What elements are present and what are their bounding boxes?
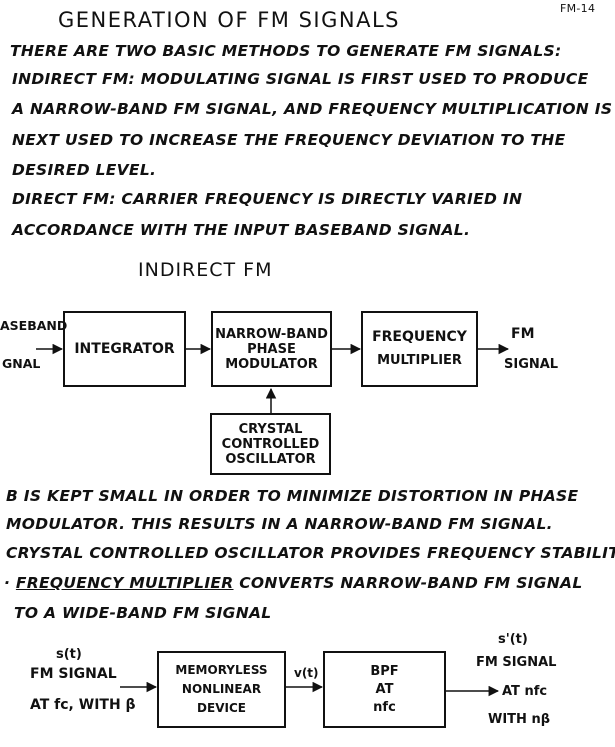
note-line: · FREQUENCY MULTIPLIER CONVERTS NARROW-B… [4, 574, 583, 592]
fm-output-label: FM [511, 326, 535, 342]
note-line: CRYSTAL CONTROLLED OSCILLATOR PROVIDES F… [6, 544, 615, 562]
output-signal-label: AT nfc [502, 684, 548, 699]
output-signal-label: WITH nβ [488, 712, 551, 727]
fm-label: MULTIPLIER [377, 353, 462, 368]
pm-label: NARROW-BAND [215, 326, 328, 342]
osc-label: CRYSTAL [238, 421, 303, 437]
input-signal-label: s(t) [56, 647, 82, 662]
crystal-oscillator-block: CRYSTAL CONTROLLED OSCILLATOR [210, 413, 331, 475]
nonlinear-device-block: MEMORYLESS NONLINEAR DEVICE [157, 651, 286, 728]
output-signal-label: FM SIGNAL [476, 655, 557, 670]
nl-label: NONLINEAR [181, 682, 262, 696]
intro-line: DIRECT FM: CARRIER FREQUENCY IS DIRECTLY… [12, 190, 523, 208]
baseband-input-label: GNAL [2, 356, 41, 371]
bpf-block: BPF AT nfc [323, 651, 446, 728]
bpf-label: nfc [373, 700, 396, 715]
fm-output-label: SIGNAL [504, 357, 559, 372]
intermediate-signal-label: v(t) [294, 666, 319, 680]
intro-line: ACCORDANCE WITH THE INPUT BASEBAND SIGNA… [12, 221, 471, 239]
osc-label: CONTROLLED [221, 436, 320, 452]
indirect-fm-heading: INDIRECT FM [138, 259, 273, 281]
nl-label: DEVICE [197, 701, 246, 715]
note-line: TO A WIDE-BAND FM SIGNAL [14, 604, 272, 622]
bpf-label: BPF [370, 664, 399, 679]
multiplier-term: FREQUENCY MULTIPLIER [15, 574, 234, 592]
intro-line: DESIRED LEVEL. [12, 161, 157, 179]
fm-label: FREQUENCY [372, 329, 467, 345]
bullet: · [4, 574, 16, 592]
note-line: β IS KEPT SMALL IN ORDER TO MINIMIZE DIS… [6, 487, 579, 505]
page-title: GENERATION OF FM SIGNALS [58, 8, 400, 32]
intro-line: A NARROW-BAND FM SIGNAL, AND FREQUENCY M… [12, 100, 613, 118]
multiplier-description: CONVERTS NARROW-BAND FM SIGNAL [239, 574, 583, 592]
frequency-multiplier-block: FREQUENCY MULTIPLIER [361, 311, 478, 387]
pm-label: MODULATOR [225, 356, 318, 372]
intro-line: NEXT USED TO INCREASE THE FREQUENCY DEVI… [12, 131, 566, 149]
nl-label: MEMORYLESS [175, 663, 268, 677]
output-signal-label: s'(t) [498, 632, 528, 647]
intro-line: THERE ARE TWO BASIC METHODS TO GENERATE … [10, 42, 562, 60]
pm-label: PHASE [247, 341, 296, 357]
intro-line: INDIRECT FM: MODULATING SIGNAL IS FIRST … [12, 70, 589, 88]
baseband-input-label: ASEBAND [0, 318, 68, 333]
integrator-block: INTEGRATOR [63, 311, 186, 387]
phase-modulator-block: NARROW-BAND PHASE MODULATOR [211, 311, 332, 387]
bpf-label: AT [375, 682, 394, 697]
integrator-label: INTEGRATOR [74, 340, 175, 357]
page-number: FM-14 [560, 2, 596, 15]
input-signal-label: AT fc, WITH β [30, 697, 136, 713]
osc-label: OSCILLATOR [225, 451, 316, 467]
input-signal-label: FM SIGNAL [30, 666, 117, 682]
note-line: MODULATOR. THIS RESULTS IN A NARROW-BAND… [6, 515, 553, 533]
